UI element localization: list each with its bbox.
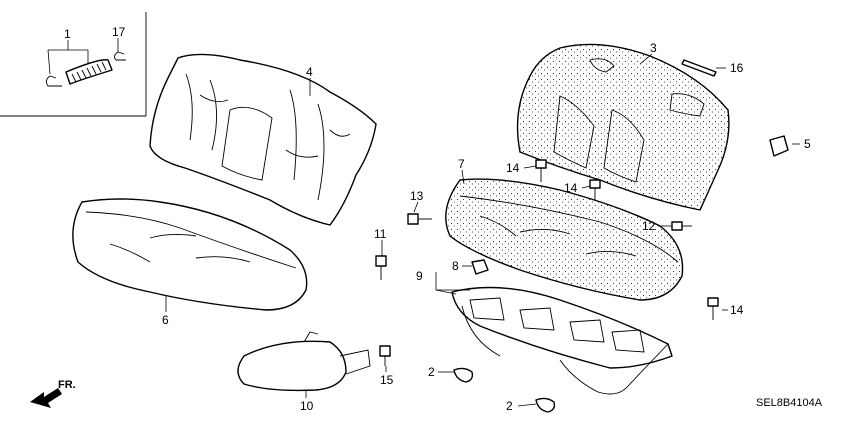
callout-7: 7 xyxy=(458,157,465,171)
callout-14-upper: 14 xyxy=(506,161,520,175)
callout-2-upper: 2 xyxy=(428,365,435,379)
callout-9: 9 xyxy=(416,269,423,283)
part-17-hook xyxy=(113,51,126,61)
callout-13: 13 xyxy=(410,189,424,203)
part-10-armrest xyxy=(237,331,371,392)
callout-1: 1 xyxy=(64,27,71,41)
callout-3: 3 xyxy=(650,41,657,55)
part-7-seat-cushion xyxy=(445,178,684,301)
callout-14-middle: 14 xyxy=(564,181,578,195)
callout-12: 12 xyxy=(642,219,656,233)
callout-11: 11 xyxy=(374,227,387,241)
callout-14-right: 14 xyxy=(730,303,744,317)
part-9-seat-frame xyxy=(451,286,673,395)
callout-5: 5 xyxy=(804,137,811,151)
callout-17: 17 xyxy=(112,25,126,39)
part-6-seat-cushion-cover xyxy=(72,198,308,311)
front-direction-arrow: FR. xyxy=(30,379,76,408)
callout-15: 15 xyxy=(380,373,394,387)
callout-10: 10 xyxy=(300,399,314,413)
part-5-clip xyxy=(769,135,789,157)
part-3-seat-back xyxy=(516,43,730,211)
part-16-rod xyxy=(681,59,717,77)
callout-2-lower: 2 xyxy=(506,399,513,413)
callout-labels: 1 17 4 3 16 5 7 14 14 13 12 11 8 9 14 6 … xyxy=(64,25,811,413)
inset-frame xyxy=(0,12,147,117)
front-direction-label: FR. xyxy=(58,379,76,391)
part-1-clip-set xyxy=(45,59,113,87)
callout-8: 8 xyxy=(452,259,459,273)
diagram-code: SEL8B4104A xyxy=(756,397,823,409)
part-4-seat-back-cover xyxy=(149,53,377,226)
fasteners xyxy=(375,159,719,413)
callout-6: 6 xyxy=(162,313,169,327)
leader-lines xyxy=(47,38,800,407)
callout-4: 4 xyxy=(306,65,313,79)
callout-16: 16 xyxy=(730,61,744,75)
